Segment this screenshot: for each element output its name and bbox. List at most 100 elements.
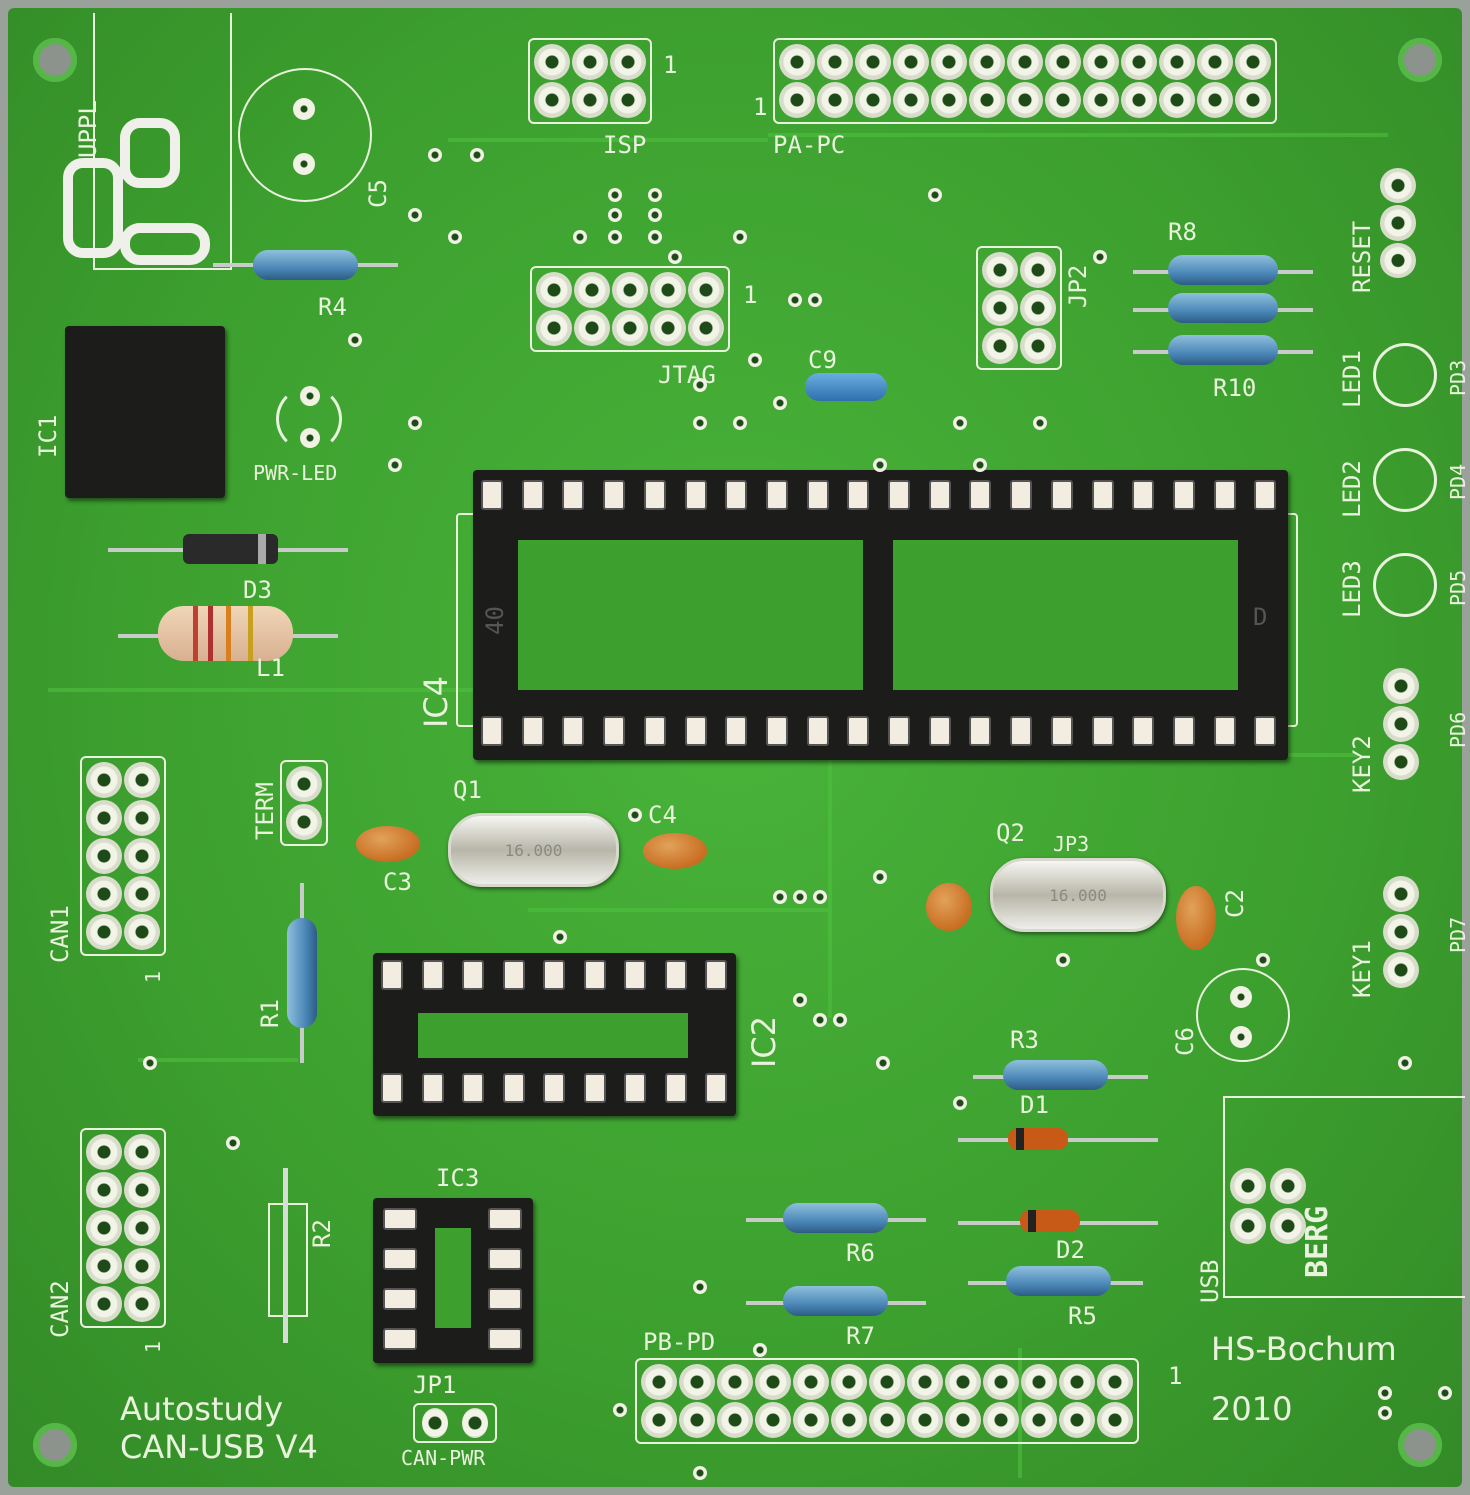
jtag-header[interactable]: [530, 266, 730, 352]
mounting-hole: [33, 1423, 77, 1467]
header-pin: [983, 1402, 1019, 1438]
socket-pin: [481, 480, 503, 510]
q2-label: Q2: [996, 819, 1025, 847]
header-pin: [1159, 44, 1195, 80]
socket-pin: [888, 480, 910, 510]
crystal-q2: 16.000: [990, 858, 1166, 932]
header-pin: [286, 766, 322, 802]
header-pin: [1159, 82, 1195, 118]
power-jack-pad: [120, 118, 180, 188]
socket-pin: [381, 960, 403, 990]
header-pin: [1007, 82, 1043, 118]
key1-button-pads[interactable]: [1383, 876, 1427, 988]
header-pin: [945, 1402, 981, 1438]
pin1-marker: 1: [743, 281, 758, 309]
header-pin: [969, 44, 1005, 80]
header-pin: [893, 44, 929, 80]
header-pin: [574, 272, 610, 308]
board-subtitle: CAN-USB V4: [120, 1428, 318, 1466]
ic1-socket: [65, 326, 225, 498]
r2-outline: [268, 1203, 308, 1317]
socket-pin: [664, 1073, 687, 1103]
socket-pin: [383, 1248, 417, 1270]
header-pin: [86, 914, 122, 950]
header-pin: [1235, 82, 1271, 118]
pb-pd-header[interactable]: [635, 1358, 1139, 1444]
header-pin: [536, 310, 572, 346]
socket-pin: [383, 1328, 417, 1350]
maker-label: HS-Bochum: [1211, 1330, 1397, 1368]
capacitor-c4: [643, 833, 707, 869]
header-pin: [86, 838, 122, 874]
mounting-hole: [1398, 1423, 1442, 1467]
header-pin: [86, 800, 122, 836]
jp3-label: JP3: [1053, 832, 1090, 856]
ic1-label: IC1: [34, 414, 62, 458]
socket-pin: [765, 480, 788, 510]
can1-label: CAN1: [46, 905, 74, 963]
key2-button-pads[interactable]: [1383, 668, 1427, 780]
header-pin: [1020, 328, 1056, 364]
header-pin: [982, 252, 1018, 288]
via: [733, 230, 747, 244]
via: [788, 293, 802, 307]
header-pin: [1007, 44, 1043, 80]
led1-label: LED1: [1338, 350, 1366, 408]
r6-label: R6: [846, 1239, 875, 1267]
resistor-r6: [783, 1203, 888, 1233]
socket-pin: [502, 960, 525, 990]
year-label: 2010: [1211, 1390, 1293, 1428]
socket-pin: [725, 480, 748, 510]
socket-pin: [1091, 716, 1114, 746]
socket-pin: [421, 1073, 444, 1103]
socket-pin: [1254, 480, 1277, 510]
header-pin: [1059, 1402, 1095, 1438]
via: [1378, 1406, 1392, 1420]
via: [693, 1280, 707, 1294]
header-pin: [869, 1402, 905, 1438]
socket-pin: [969, 480, 992, 510]
socket-pin: [488, 1328, 522, 1350]
can2-header[interactable]: [80, 1128, 166, 1328]
via: [1398, 1056, 1412, 1070]
c5-label: C5: [364, 179, 392, 208]
socket-pin: [421, 960, 444, 990]
socket-pin: [705, 1073, 727, 1103]
d2-label: D2: [1056, 1236, 1085, 1264]
reset-button-pads[interactable]: [1380, 168, 1424, 278]
via: [573, 230, 587, 244]
via: [773, 890, 787, 904]
socket-pin: [643, 480, 666, 510]
via: [813, 1013, 827, 1027]
can1-header[interactable]: [80, 756, 166, 956]
pwr-led-label: PWR-LED: [253, 461, 338, 485]
via: [753, 1343, 767, 1357]
board-title: Autostudy: [120, 1390, 284, 1428]
header-pin: [534, 44, 570, 80]
term-jumper[interactable]: [280, 760, 328, 846]
header-pin: [855, 44, 891, 80]
usb-connector-pads[interactable]: [1230, 1168, 1320, 1244]
jp2-jumper[interactable]: [976, 246, 1062, 370]
header-pin: [688, 272, 724, 308]
header-pin: [534, 82, 570, 118]
ic3-label: IC3: [436, 1164, 480, 1192]
header-pin: [679, 1402, 715, 1438]
via: [693, 378, 707, 392]
socket-pin: [481, 716, 503, 746]
header-pin: [650, 272, 686, 308]
via: [1378, 1386, 1392, 1400]
crystal-marking: 16.000: [1049, 885, 1107, 905]
socket-pin: [806, 716, 829, 746]
pd4-label: PD4: [1446, 463, 1470, 500]
via: [608, 230, 622, 244]
header-pin: [124, 1286, 160, 1322]
socket-pin: [1132, 480, 1155, 510]
isp-header[interactable]: [528, 38, 652, 124]
pin1-marker: 1: [753, 93, 768, 121]
capacitor-c2: [1176, 886, 1216, 950]
pa-pc-header[interactable]: [773, 38, 1277, 124]
jp1-jumper[interactable]: [413, 1403, 497, 1443]
led2-label: LED2: [1338, 460, 1366, 518]
via: [873, 870, 887, 884]
